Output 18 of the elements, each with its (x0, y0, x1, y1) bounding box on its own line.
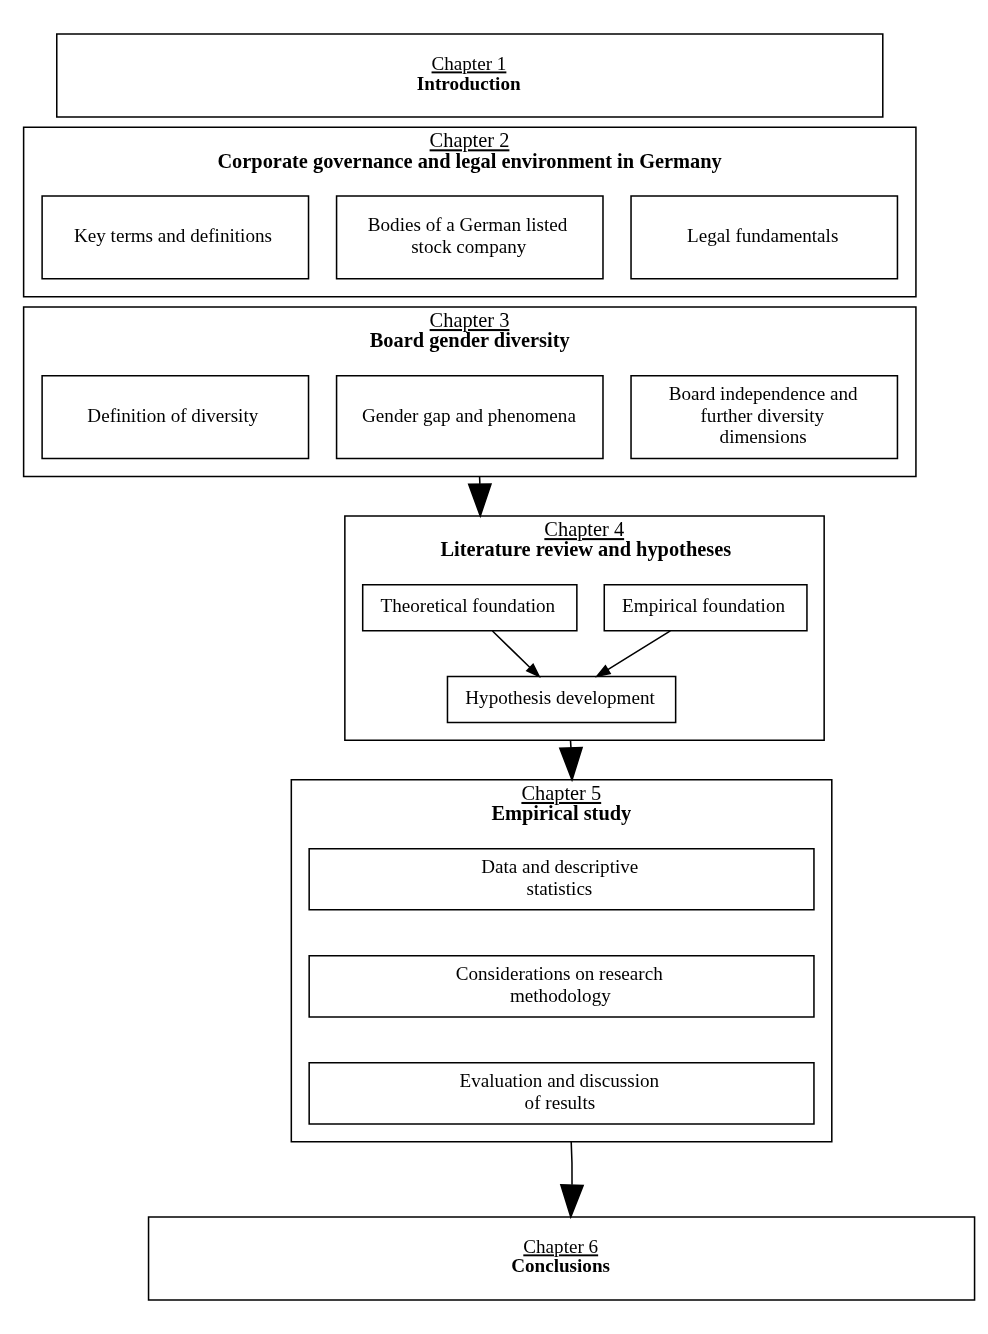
node-box: Key terms and definitions (41, 195, 310, 280)
node-box: Gender gap and phenomena (335, 374, 604, 460)
node-box: Empirical foundation (603, 584, 808, 632)
node-box: Hypothesis development (446, 675, 677, 724)
arrow (594, 630, 672, 678)
node-box: Data and descriptive statistics (308, 847, 815, 911)
node-box: Theoretical foundation (361, 584, 578, 632)
node-box: Board independence and further diversity dimensions (630, 374, 899, 460)
node-box: Chapter 1 Introduction (56, 33, 884, 118)
node-box: Bodies of a German listed stock company (335, 195, 604, 280)
node-box: Evaluation and discussion of results (308, 1062, 815, 1125)
arrow (491, 630, 541, 679)
node-box: Definition of diversity (41, 374, 310, 460)
node-box: Considerations on research methodology (308, 954, 815, 1018)
node-box: Chapter 6 Conclusions (147, 1216, 976, 1301)
arrow (558, 739, 584, 783)
node-box: Legal fundamentals (630, 195, 899, 280)
arrow (559, 1141, 585, 1220)
